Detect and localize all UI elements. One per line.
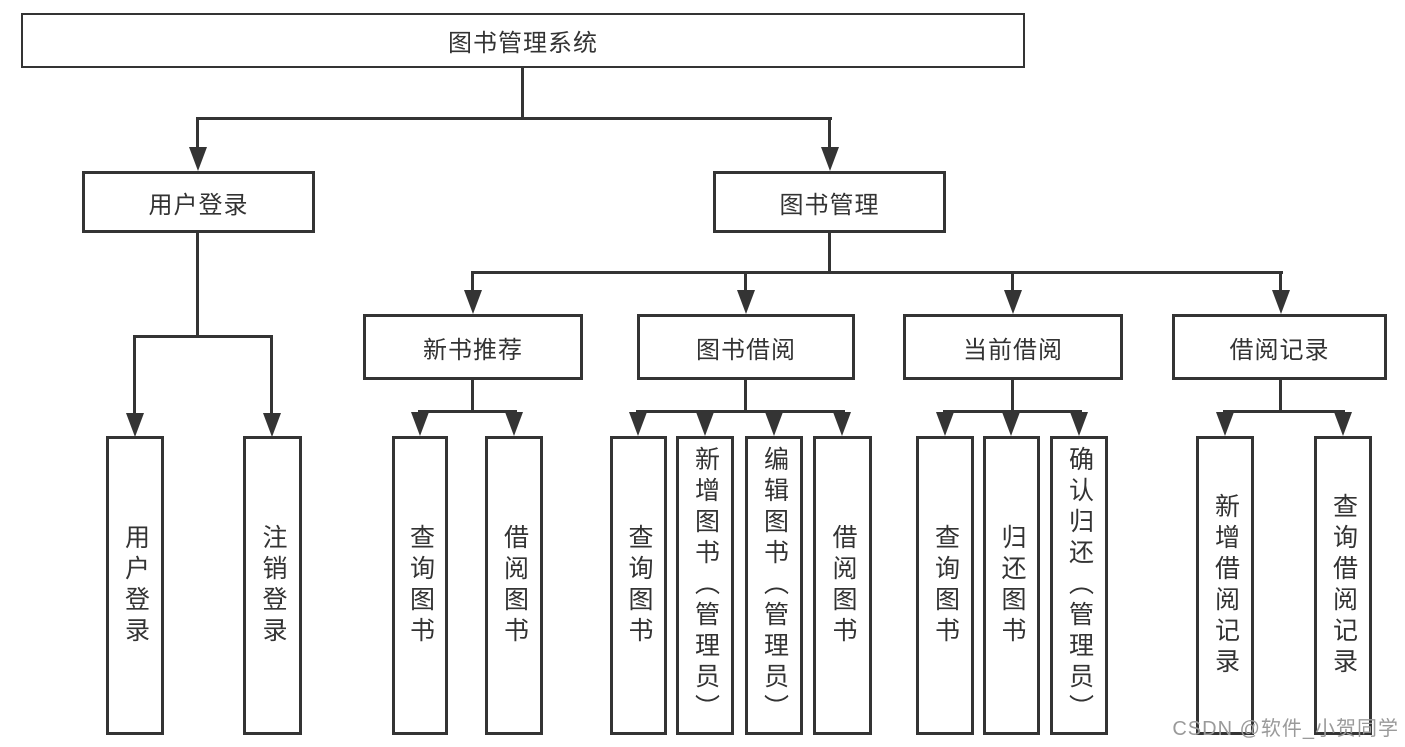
leaf-query-borrow-record: 查询借阅记录: [1314, 436, 1372, 735]
connector-root-stem: [521, 68, 524, 117]
leaf-user-login: 用户登录: [106, 436, 164, 735]
arrow-down-icon: [737, 290, 755, 314]
node-root-library-system: 图书管理系统: [21, 13, 1025, 68]
leaf-logout-login: 注销登录: [243, 436, 302, 735]
connector-user-login-stem: [196, 233, 199, 335]
connector-current-borrow-hline: [943, 410, 1082, 413]
node-label: 图书管理: [779, 191, 880, 219]
arrow-down-icon: [821, 147, 839, 171]
connector-new-book-stem: [471, 380, 474, 413]
connector-user-login-arrow-stem: [196, 117, 199, 150]
leaf-confirm-return-admin: 确认归还（管理员）: [1050, 436, 1108, 735]
leaf-query-book-under-new-book: 查询图书: [392, 436, 448, 735]
leaf-return-book: 归还图书: [983, 436, 1040, 735]
connector-l3-arrow-stem: [1011, 271, 1014, 292]
node-label: 查询图书: [625, 523, 653, 648]
connector-l3-arrow-stem: [1279, 271, 1282, 292]
connector-book-borrow-hline: [636, 410, 845, 413]
node-label: 确认归还（管理员）: [1065, 446, 1094, 725]
node-label: 归还图书: [998, 523, 1026, 648]
arrow-down-icon: [189, 147, 207, 171]
node-current-borrow: 当前借阅: [903, 314, 1123, 380]
arrow-down-icon: [936, 412, 954, 436]
connector-book-borrow-stem: [744, 380, 747, 413]
arrow-down-icon: [696, 412, 714, 436]
node-label: 编辑图书（管理员）: [760, 446, 789, 725]
node-label: 注销登录: [259, 523, 287, 648]
arrow-down-icon: [126, 413, 144, 437]
connector-l3-arrow-stem: [471, 271, 474, 292]
node-label: 图书借阅: [696, 336, 796, 364]
node-book-management: 图书管理: [713, 171, 946, 233]
node-label: 借阅图书: [829, 523, 857, 648]
leaf-edit-book-admin: 编辑图书（管理员）: [745, 436, 803, 735]
leaf-query-book-under-current-borrow: 查询图书: [916, 436, 974, 735]
leaf-borrow-book-under-book-borrow: 借阅图书: [813, 436, 872, 735]
arrow-down-icon: [505, 412, 523, 436]
arrow-down-icon: [1070, 412, 1088, 436]
arrow-down-icon: [833, 412, 851, 436]
node-label: 当前借阅: [963, 336, 1063, 364]
leaf-add-borrow-record: 新增借阅记录: [1196, 436, 1254, 735]
node-label: 查询图书: [931, 523, 960, 648]
node-label: 新增借阅记录: [1211, 492, 1240, 679]
connector-root-hline: [197, 117, 832, 120]
connector-new-book-hline: [418, 410, 517, 413]
node-label: 查询图书: [406, 523, 435, 648]
arrow-down-icon: [765, 412, 783, 436]
node-user-login: 用户登录: [82, 171, 315, 233]
node-label: 借阅图书: [500, 523, 529, 648]
node-label: 新书推荐: [423, 336, 523, 364]
arrow-down-icon: [629, 412, 647, 436]
leaf-add-book-admin: 新增图书（管理员）: [676, 436, 734, 735]
leaf-query-book-under-book-borrow: 查询图书: [610, 436, 667, 735]
node-label: 查询借阅记录: [1329, 492, 1358, 679]
arrow-down-icon: [1272, 290, 1290, 314]
node-new-book-recommend: 新书推荐: [363, 314, 583, 380]
connector-book-mgmt-stem: [828, 233, 831, 271]
connector-borrow-record-stem: [1279, 380, 1282, 413]
node-label: 新增图书（管理员）: [691, 446, 720, 725]
connector-book-mgmt-hline: [471, 271, 1283, 274]
arrow-down-icon: [411, 412, 429, 436]
connector-leaf-stem: [133, 335, 136, 415]
connector-user-login-hline: [133, 335, 273, 338]
leaf-borrow-book-under-new-book: 借阅图书: [485, 436, 543, 735]
node-label: 用户登录: [121, 523, 150, 648]
arrow-down-icon: [464, 290, 482, 314]
node-label: 图书管理系统: [448, 30, 598, 57]
arrow-down-icon: [263, 413, 281, 437]
node-label: 用户登录: [148, 191, 249, 219]
connector-book-mgmt-arrow-stem: [828, 117, 831, 150]
node-book-borrow: 图书借阅: [637, 314, 855, 380]
connector-current-borrow-stem: [1011, 380, 1014, 413]
connector-leaf-stem: [270, 335, 273, 415]
arrow-down-icon: [1002, 412, 1020, 436]
connector-borrow-record-hline: [1223, 410, 1345, 413]
arrow-down-icon: [1004, 290, 1022, 314]
arrow-down-icon: [1334, 412, 1352, 436]
arrow-down-icon: [1216, 412, 1234, 436]
node-label: 借阅记录: [1229, 336, 1330, 364]
node-borrow-record: 借阅记录: [1172, 314, 1387, 380]
csdn-watermark: CSDN @软件_小贺同学: [1172, 718, 1399, 740]
connector-l3-arrow-stem: [744, 271, 747, 292]
